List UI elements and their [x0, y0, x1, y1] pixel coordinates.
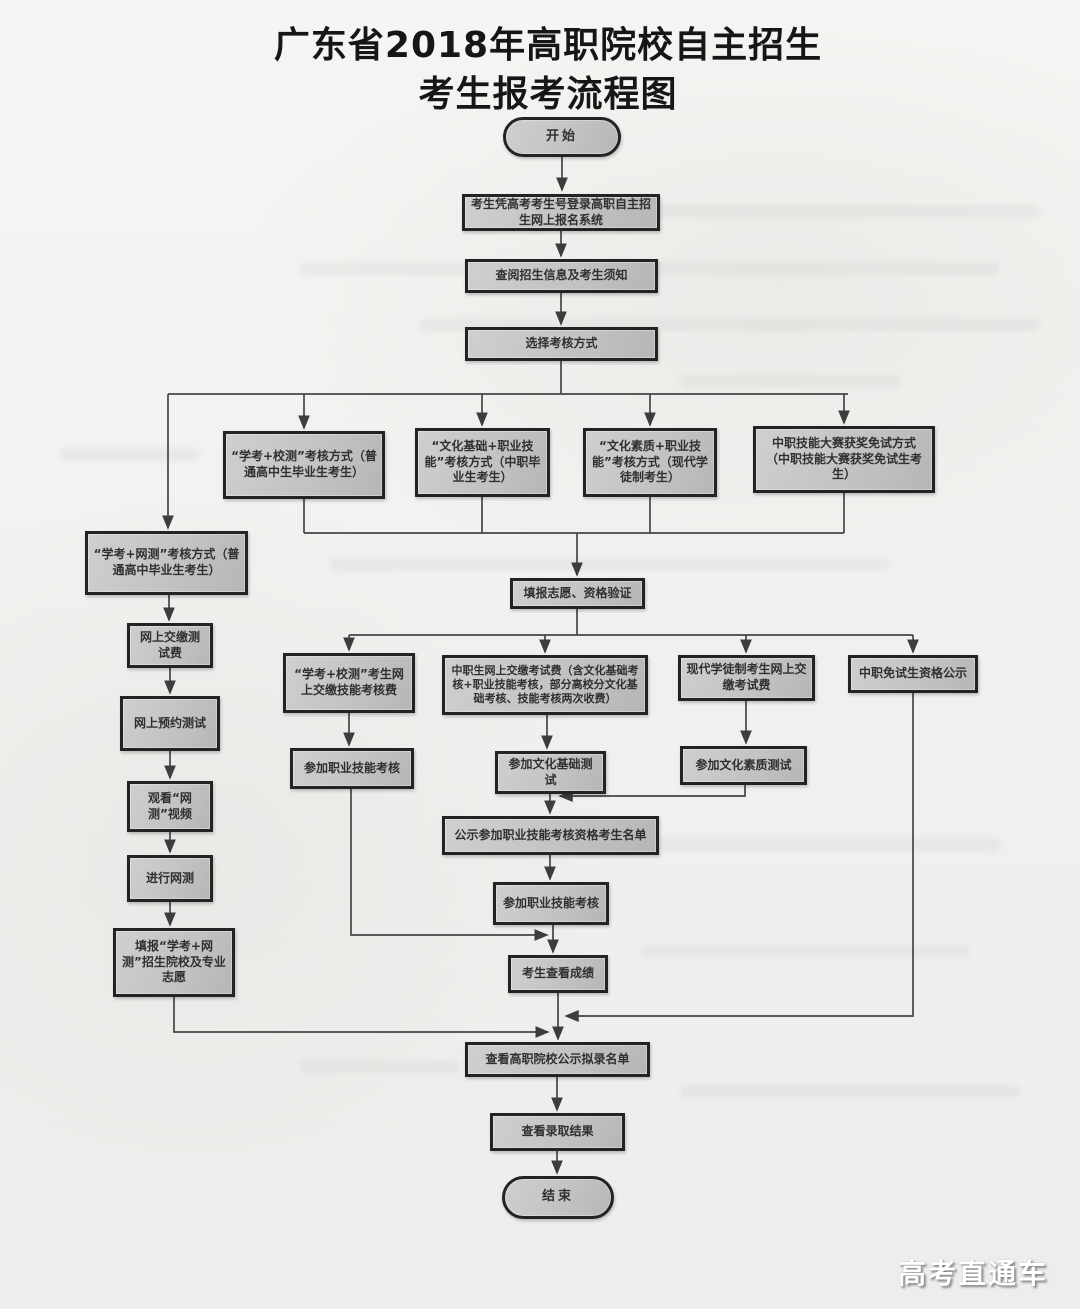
node-skill-test-left: 参加职业技能考核 [290, 748, 414, 789]
node-view-score: 考生查看成绩 [508, 955, 608, 993]
node-method-mianshi: 中职技能大赛获奖免试方式（中职技能大赛获奖免试生考生） [753, 426, 935, 493]
node-fill-zhiyuan: 填报志愿、资格验证 [510, 578, 645, 609]
page-title-line2: 考生报考流程图 [418, 73, 678, 115]
node-culture-basic-test: 参加文化基础测试 [495, 751, 606, 794]
node-method-wenhua-suzhi: “文化素质+职业技能”考核方式（现代学徒制考生） [583, 428, 717, 497]
scan-bleed-artifact [680, 375, 900, 388]
node-do-wangce: 进行网测 [127, 855, 213, 902]
page-title-line1: 广东省2018年高职院校自主招生 [273, 25, 823, 66]
node-check-info: 查阅招生信息及考生须知 [465, 259, 658, 293]
scan-bleed-artifact [620, 838, 1000, 851]
node-culture-quality-test: 参加文化素质测试 [680, 746, 807, 785]
node-mianshi-publicity: 中职免试生资格公示 [848, 655, 978, 693]
node-method-wenhua-jichu: “文化基础+职业技能”考核方式（中职毕业生考生） [415, 428, 550, 497]
node-login: 考生凭高考考生号登录高职自主招生网上报名系统 [462, 194, 660, 231]
node-method-xiaoce: “学考+校测”考核方式（普通高中生毕业生考生） [223, 431, 385, 499]
node-skill-test-center: 参加职业技能考核 [493, 882, 609, 925]
watermark-gaokao-zhitongche: 高考直通车 [897, 1257, 1048, 1290]
node-end: 结束 [502, 1176, 614, 1219]
node-pay-test-fee: 网上交缴测试费 [127, 623, 213, 668]
scan-bleed-artifact [300, 1060, 460, 1073]
scan-bleed-artifact [330, 558, 890, 571]
scan-bleed-artifact [640, 205, 1040, 218]
node-skill-qualify-publicity: 公示参加职业技能考核资格考生名单 [442, 816, 659, 855]
scan-bleed-artifact [60, 448, 200, 461]
node-start: 开始 [503, 117, 621, 157]
node-view-result: 查看录取结果 [490, 1113, 625, 1151]
node-pay-xuetu-fee: 现代学徒制考生网上交缴考试费 [678, 655, 815, 701]
scan-bleed-artifact [640, 945, 970, 958]
node-view-prelist: 查看高职院校公示拟录名单 [465, 1042, 650, 1077]
node-method-wangce: “学考+网测”考核方式（普通高中毕业生考生） [85, 531, 248, 595]
scan-bleed-artifact [680, 1085, 1020, 1098]
node-watch-video: 观看“网测”视频 [127, 781, 213, 832]
page-title: 广东省2018年高职院校自主招生 考生报考流程图 [8, 22, 1080, 119]
node-book-test: 网上预约测试 [120, 696, 220, 751]
node-pay-skill-fee: “学考+校测”考生网上交缴技能考核费 [283, 653, 415, 713]
node-pay-zhongzhi-fee: 中职生网上交缴考试费（含文化基础考核+职业技能考核，部分高校分文化基础考核、技能… [442, 655, 648, 715]
node-choose-method: 选择考核方式 [465, 327, 658, 361]
node-fill-wangce: 填报“学考+网测”招生院校及专业志愿 [113, 928, 235, 997]
